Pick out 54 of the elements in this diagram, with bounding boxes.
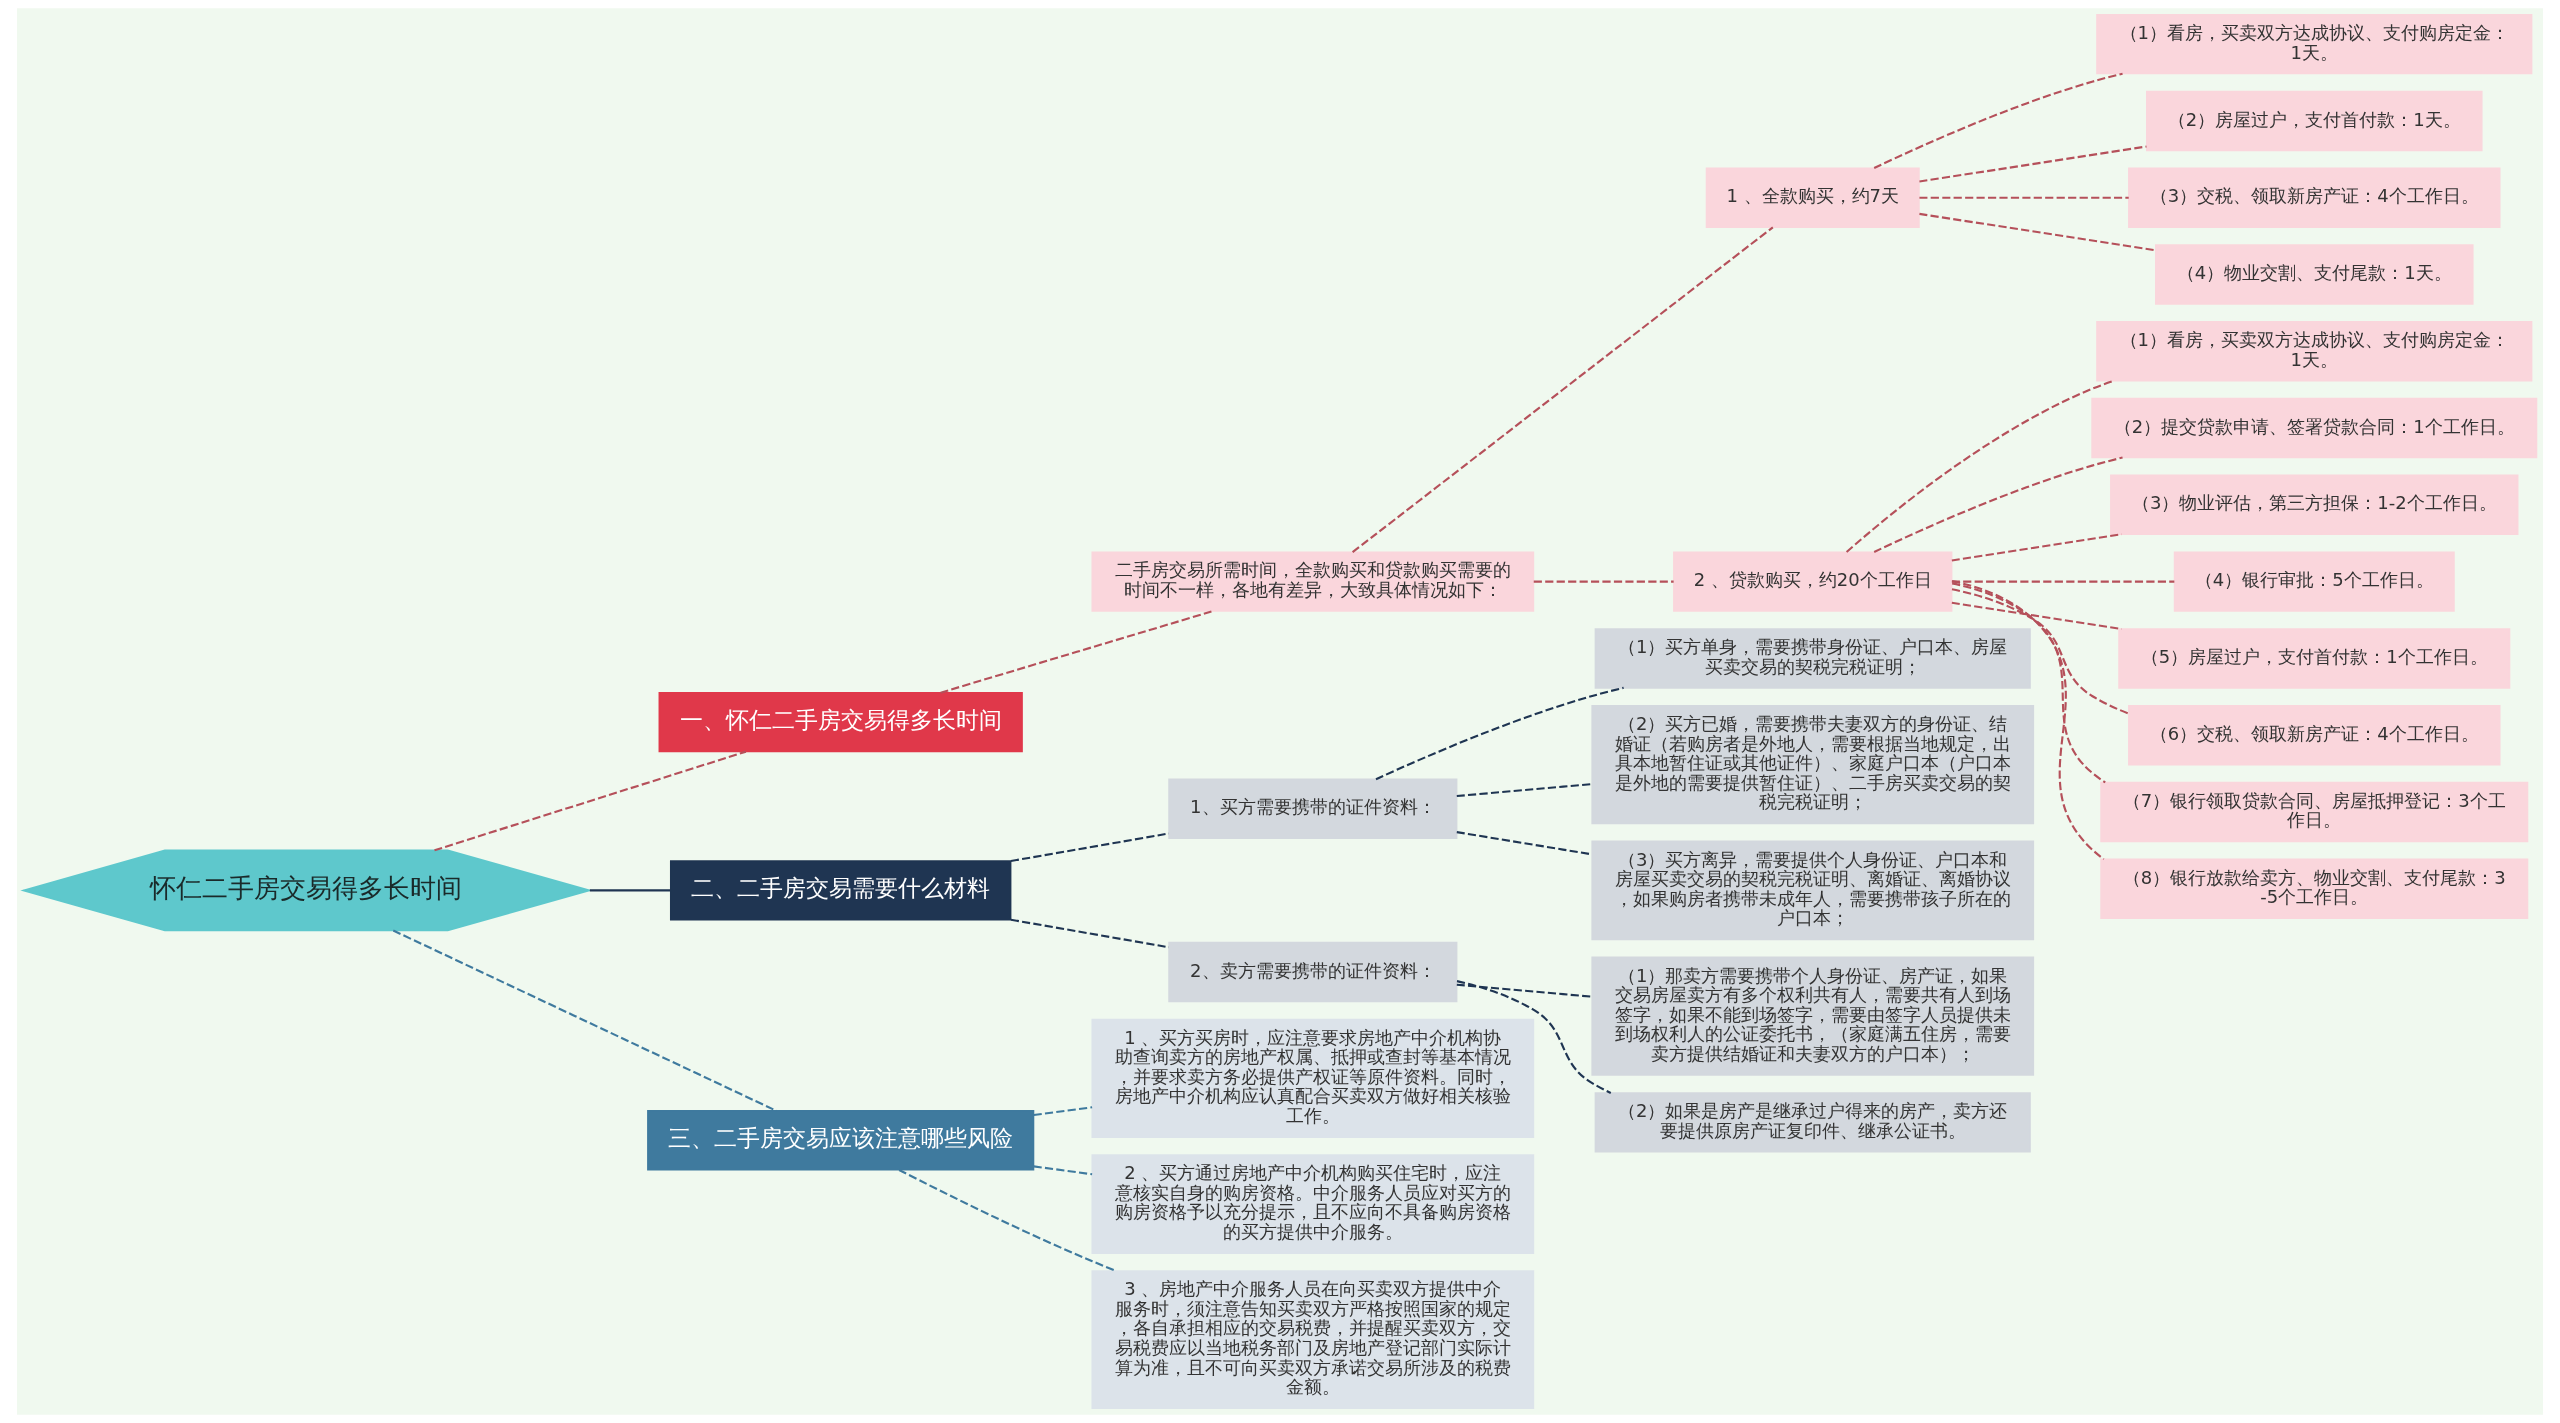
- node-box: 2 、贷款购买，约20个工作日: [1673, 551, 1953, 612]
- node-box: 3 、房地产中介服务人员在向买卖双方提供中介服务时，须注意告知买卖双方严格按照国家的规定，各自承担相应的交易税费，并提醒买卖双方，交易税费应以当地税务部门及房地产登记部门实际计算为准，且不可向买卖双方承诺交易所涉及的税费金额。: [1091, 1270, 1535, 1410]
- node-box: （3）交税、领取新房产证：4个工作日。: [2128, 167, 2501, 228]
- node-box: （4）物业交割、支付尾款：1天。: [2155, 244, 2474, 305]
- connector: [1951, 533, 2122, 562]
- node-box: 2 、买方通过房地产中介机构购买住宅时，应注意核实自身的购房资格。中介服务人员应对买方的购房资格予以充分提示，且不应向不具备购房资格的买方提供中介服务。: [1091, 1154, 1535, 1254]
- connector: [1351, 226, 1774, 553]
- connector: [1919, 145, 2147, 183]
- connector: [1873, 456, 2123, 553]
- node-box: （1）买方单身，需要携带身份证、户口本、房屋买卖交易的契税完税证明；: [1594, 628, 2031, 689]
- connector: [1010, 832, 1169, 863]
- node-box: 1 、买方买房时，应注意要求房地产中介机构协助查询卖方的房地产权属、抵押或查封等基本情况，并要求卖方务必提供产权证等原件资料。同时，房地产中介机构应认真配合买卖双方做好相关核验工作。: [1091, 1018, 1535, 1138]
- connector: [1951, 601, 2122, 630]
- connector: [1873, 72, 2123, 170]
- connector: [1456, 983, 1592, 998]
- node-box: （5）房屋过户，支付首付款：1个工作日。: [2118, 628, 2511, 689]
- connector: [1033, 1165, 1093, 1176]
- connector: [1919, 196, 2129, 199]
- connector: [589, 889, 671, 892]
- connector: [434, 750, 747, 852]
- node-box: 二、二手房交易需要什么材料: [669, 860, 1012, 921]
- connector: [1951, 582, 2106, 784]
- node-box: 2、卖方需要携带的证件资料：: [1168, 941, 1458, 1003]
- connector: [1456, 783, 1592, 798]
- connector: [1845, 379, 2115, 553]
- node-box: （4）银行审批：5个工作日。: [2173, 551, 2455, 612]
- node-box: （7）银行领取贷款合同、房屋抵押登记：3个工作日。: [2100, 781, 2529, 843]
- connector: [940, 610, 1214, 694]
- node-box: （1）看房，买卖双方达成协议、支付购房定金：1天。: [2096, 321, 2533, 382]
- node-box: （3）物业评估，第三方担保：1-2个工作日。: [2110, 474, 2519, 536]
- connector: [1919, 212, 2156, 252]
- node-box: （1）那卖方需要携带个人身份证、房产证，如果交易房屋卖方有多个权利共有人，需要共有人到场签字，如果不能到场签字，需要由签字人员提供未到场权利人的公证委托书，（家庭满五住房，需要卖方提供结婚证和夫妻双方的户口本）；: [1591, 956, 2035, 1076]
- node-box: 一、怀仁二手房交易得多长时间: [658, 691, 1023, 753]
- node-box: （2）如果是房产是继承过户得来的房产，卖方还要提供原房产证复印件、继承公证书。: [1594, 1092, 2031, 1153]
- node-box: （2）买方已婚，需要携带夫妻双方的身份证、结婚证（若购房者是外地人，需要根据当地规定，出具本地暂住证或其他证件）、家庭户口本（户口本是外地的需要提供暂住证）、二手房买卖交易的契税完税证明；: [1591, 704, 2035, 825]
- connector: [1533, 580, 1674, 583]
- connector: [1456, 980, 1612, 1094]
- node-box: 1 、全款购买，约7天: [1705, 167, 1920, 228]
- node-box: （1）看房，买卖双方达成协议、支付购房定金：1天。: [2096, 13, 2533, 75]
- connector: [1951, 580, 2105, 860]
- connector: [1033, 1106, 1093, 1117]
- connector: [1010, 918, 1169, 949]
- node-box: 1、买方需要携带的证件资料：: [1168, 778, 1458, 839]
- connector: [1951, 588, 2130, 715]
- node-box: （2）房屋过户，支付首付款：1天。: [2146, 90, 2483, 152]
- connector: [898, 1169, 1117, 1272]
- connector: [392, 929, 777, 1112]
- connector: [1375, 686, 1624, 781]
- node-box: （6）交税、领取新房产证：4个工作日。: [2128, 704, 2501, 766]
- node-box: 三、二手房交易应该注意哪些风险: [647, 1110, 1035, 1171]
- node-box: （3）买方离异，需要提供个人身份证、户口本和房屋买卖交易的契税完税证明、离婚证、离婚协议，如果购房者携带未成年人，需要携带孩子所在的户口本；: [1591, 840, 2035, 941]
- node-box: （2）提交贷款申请、签署贷款合同：1个工作日。: [2091, 397, 2538, 459]
- node-box: 二手房交易所需时间，全款购买和贷款购买需要的时间不一样，各地有差异，大致具体情况如下：: [1091, 551, 1535, 612]
- node-box: （8）银行放款给卖方、物业交割、支付尾款：3-5个工作日。: [2100, 858, 2529, 919]
